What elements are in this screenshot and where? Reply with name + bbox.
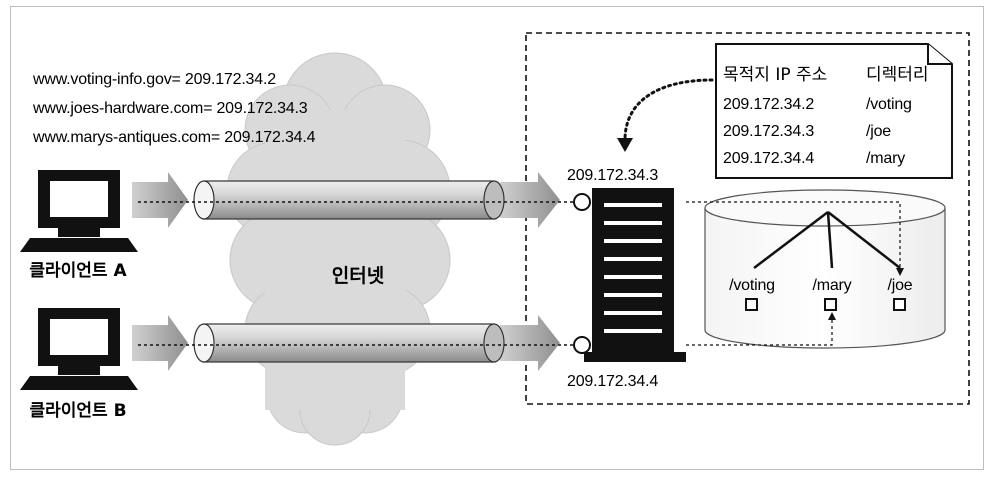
directory-label: /joe [888, 277, 913, 294]
table-cell-dir: /voting [866, 96, 912, 113]
table-header-ip: 목적지 IP 주소 [723, 65, 827, 85]
folder-mary-icon [824, 298, 837, 311]
directory-label: /mary [812, 277, 851, 294]
server-b-inbound-arrow [500, 315, 560, 371]
folder-joe-icon [893, 298, 906, 311]
client-a-label: 클라이언트 A [29, 261, 127, 281]
client-b-outbound-arrow [132, 315, 188, 371]
hosting-region-boundary [525, 32, 970, 405]
route-to-joe-arrowhead [896, 268, 904, 276]
client-b-computer-icon [20, 308, 138, 390]
server-ip-bottom: 209.172.34.4 [567, 373, 658, 390]
connection-pipe-b [193, 323, 505, 363]
route-to-joe [686, 201, 901, 270]
dns-entry: www.joes-hardware.com= 209.172.34.3 [32, 100, 308, 117]
table-cell-ip: 209.172.34.3 [723, 123, 814, 140]
document-root-cylinder [704, 189, 946, 349]
directory-tree [753, 211, 901, 269]
table-cell-dir: /mary [866, 150, 905, 167]
table-header-dir: 디렉터리 [866, 65, 929, 85]
lookup-arrow [623, 78, 714, 142]
directory-label: /voting [729, 277, 775, 294]
folder-voting-icon [745, 298, 758, 311]
table-cell-dir: /joe [866, 123, 891, 140]
client-b-label: 클라이언트 B [29, 401, 126, 421]
server-a-inbound-arrow [500, 172, 560, 228]
client-a-computer-icon [20, 170, 138, 252]
internet-label: 인터넷 [332, 265, 384, 287]
lookup-arrowhead [617, 138, 633, 152]
connection-pipe-a [193, 180, 505, 220]
client-a-outbound-arrow [132, 172, 188, 228]
route-to-mary [686, 318, 833, 346]
table-cell-ip: 209.172.34.4 [723, 150, 814, 167]
table-cell-ip: 209.172.34.2 [723, 96, 814, 113]
server-ip-top: 209.172.34.3 [567, 167, 658, 184]
ip-directory-table-document [715, 43, 953, 179]
dns-entry: www.voting-info.gov= 209.172.34.2 [32, 71, 276, 88]
route-to-mary-arrowhead [828, 312, 836, 320]
dns-entry: www.marys-antiques.com= 209.172.34.4 [32, 129, 316, 146]
web-server-icon [573, 188, 686, 362]
